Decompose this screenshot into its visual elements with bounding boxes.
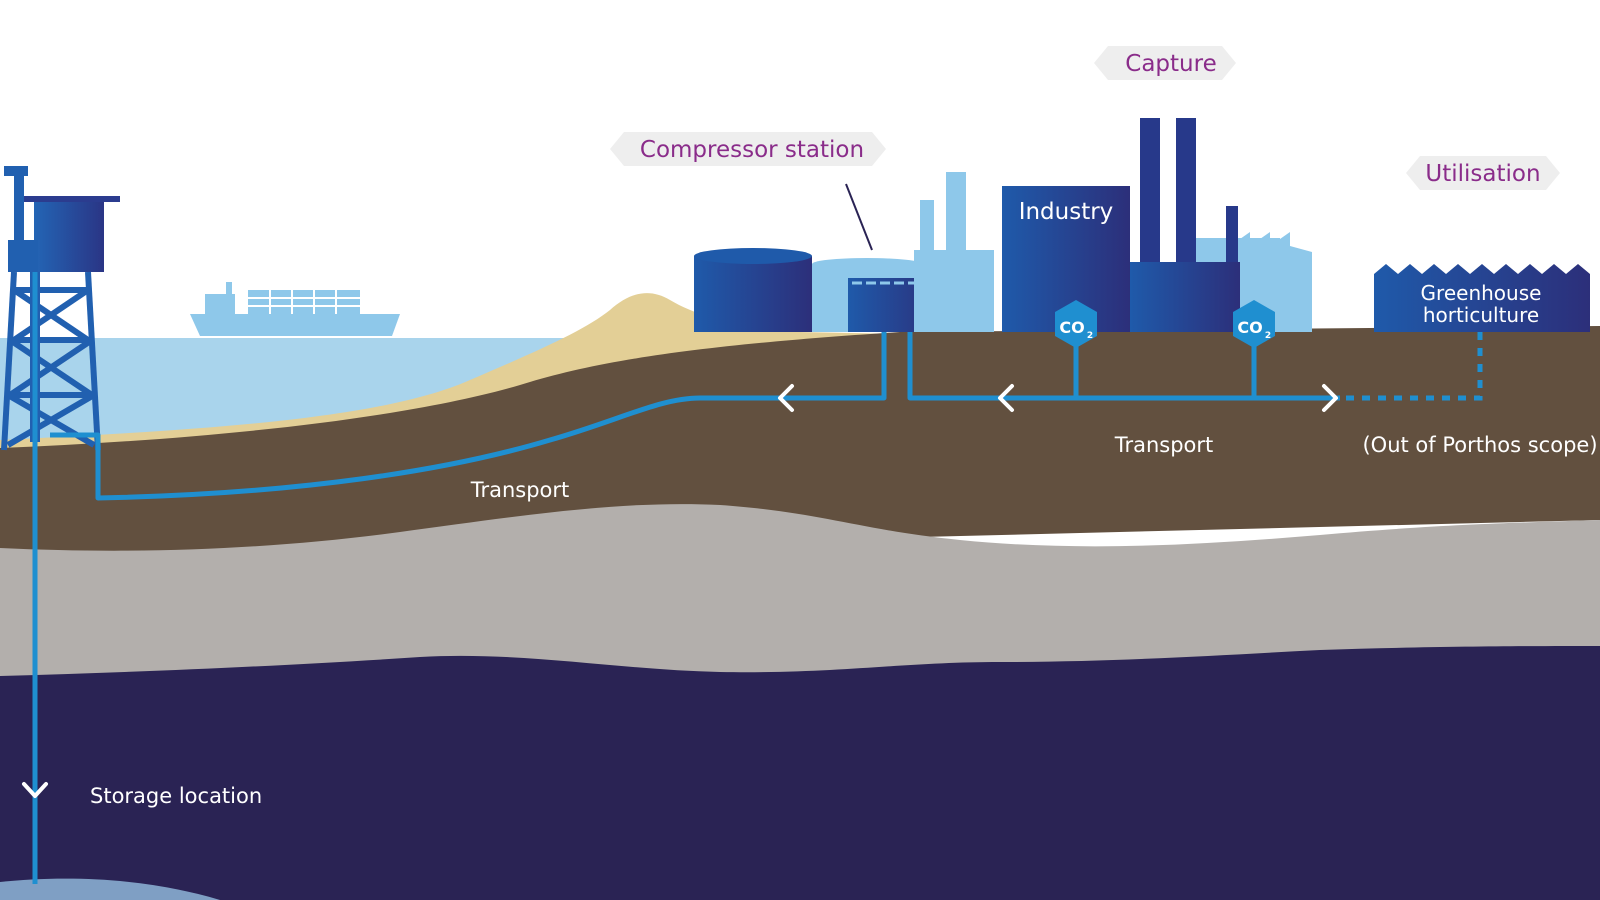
arrow-right-1: [1322, 384, 1338, 412]
arrow-left-1: [778, 384, 794, 412]
offshore-platform: [1, 166, 120, 451]
greenhouse-building: Greenhouse horticulture: [1374, 264, 1590, 332]
co2-badge-1: CO 2: [1055, 300, 1097, 348]
storage-location-label: Storage location: [90, 784, 262, 808]
svg-text:2: 2: [1087, 331, 1093, 341]
out-of-scope-label: (Out of Porthos scope): [1362, 433, 1597, 457]
storage-layer: [0, 646, 1600, 900]
compressor-pointer: [845, 183, 873, 251]
greenhouse-label-line2: horticulture: [1423, 303, 1539, 327]
soil-layer: [0, 326, 1600, 560]
flow-arrows: [22, 384, 1338, 798]
greenhouse-label-line1: Greenhouse: [1421, 281, 1542, 305]
arrow-down-storage: [22, 782, 48, 798]
callout-compressor-station: Compressor station: [610, 132, 886, 166]
container-ship: [190, 282, 400, 336]
transport-onshore-label: Transport: [1114, 433, 1214, 457]
callout-capture: Capture: [1094, 46, 1236, 80]
compressor-station-label: Compressor station: [640, 137, 864, 163]
reservoir-sediment: [0, 878, 220, 900]
industry-label: Industry: [1019, 199, 1114, 225]
onshore-pipe: [907, 332, 1340, 401]
arrow-left-2: [998, 384, 1014, 412]
offshore-pipe: [50, 332, 887, 501]
utilisation-label: Utilisation: [1425, 161, 1540, 187]
out-of-scope-pipe: [1346, 332, 1483, 401]
pipeline-network: [32, 272, 1340, 884]
storage-tank: [694, 248, 812, 332]
transport-offshore-label: Transport: [470, 478, 570, 502]
co2-badge-2: CO 2: [1233, 300, 1275, 348]
svg-text:CO: CO: [1059, 318, 1084, 337]
callout-utilisation: Utilisation: [1406, 156, 1560, 190]
svg-text:CO: CO: [1237, 318, 1262, 337]
capture-label: Capture: [1125, 51, 1216, 77]
svg-text:2: 2: [1265, 331, 1271, 341]
